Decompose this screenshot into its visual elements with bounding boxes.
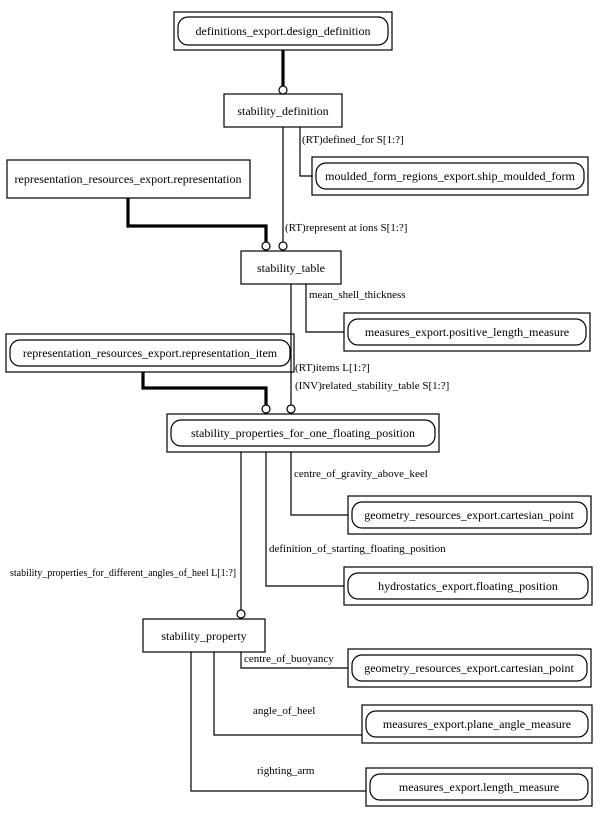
centre-of-gravity-line [290, 452, 348, 516]
end-circle [261, 241, 271, 251]
plane-angle-measure-name: measures_export.plane_angle_measure [383, 717, 571, 731]
length-measure-box[interactable] [365, 767, 593, 807]
centre-of-gravity-label: centre_of_gravity_above_keel [294, 468, 428, 480]
righting-arm-line [190, 652, 366, 792]
ship-moulded-form-name: moulded_form_regions_export.ship_moulded… [325, 169, 575, 183]
centre-of-buoyancy-line [240, 652, 348, 669]
stability-table-name: stability_table [257, 261, 325, 275]
stability-property-box[interactable] [142, 618, 266, 653]
related-stability-table-label: (INV)related_stability_table S[1:?] [295, 380, 449, 392]
stability-property-name: stability_property [161, 629, 246, 643]
cartesian-point-2-name: geometry_resources_export.cartesian_poin… [364, 661, 574, 675]
sp-one-floating-position-box[interactable] [166, 413, 440, 453]
representation-item-box[interactable] [5, 333, 295, 373]
end-circle [278, 85, 288, 95]
defined-for-line [299, 127, 312, 177]
starting-floating-position-line [265, 452, 344, 587]
cartesian-point-1-name: geometry_resources_export.cartesian_poin… [364, 508, 574, 522]
angles-of-heel-label: stability_properties_for_different_angle… [10, 568, 236, 579]
representation-item-subtype-line [141, 372, 268, 405]
angle-of-heel-line [213, 652, 362, 736]
positive-length-measure-name: measures_export.positive_length_measure [365, 325, 569, 339]
stability-definition-name: stability_definition [237, 104, 328, 118]
angle-of-heel-label: angle_of_heel [253, 705, 315, 717]
end-circle [278, 241, 288, 251]
defined-for-label: (RT)defined_for S[1:?] [302, 134, 404, 146]
plane-angle-measure-box[interactable] [361, 704, 593, 744]
mean-shell-thickness-line [305, 284, 344, 333]
floating-position-name: hydrostatics_export.floating_position [378, 579, 558, 593]
righting-arm-label: righting_arm [257, 765, 315, 777]
sp-one-floating-position-name: stability_properties_for_one_floating_po… [191, 426, 415, 440]
representation-name: representation_resources_export.represen… [15, 172, 242, 186]
representation-subtype-line [126, 198, 268, 242]
centre-of-buoyancy-label: centre_of_buoyancy [244, 653, 334, 665]
end-circle [261, 404, 271, 414]
items-label: (RT)items L[1:?] [295, 362, 370, 374]
mean-shell-thickness-label: mean_shell_thickness [309, 289, 406, 301]
end-circle [286, 404, 296, 414]
starting-floating-position-label: definition_of_starting_floating_position [269, 543, 446, 555]
length-measure-name: measures_export.length_measure [399, 780, 559, 794]
design-definition-name: definitions_export.design_definition [196, 24, 371, 38]
representation-item-name: representation_resources_export.represen… [23, 346, 278, 360]
end-circle [236, 609, 246, 619]
represent-ations-label: (RT)represent at ions S[1:?] [285, 222, 407, 234]
